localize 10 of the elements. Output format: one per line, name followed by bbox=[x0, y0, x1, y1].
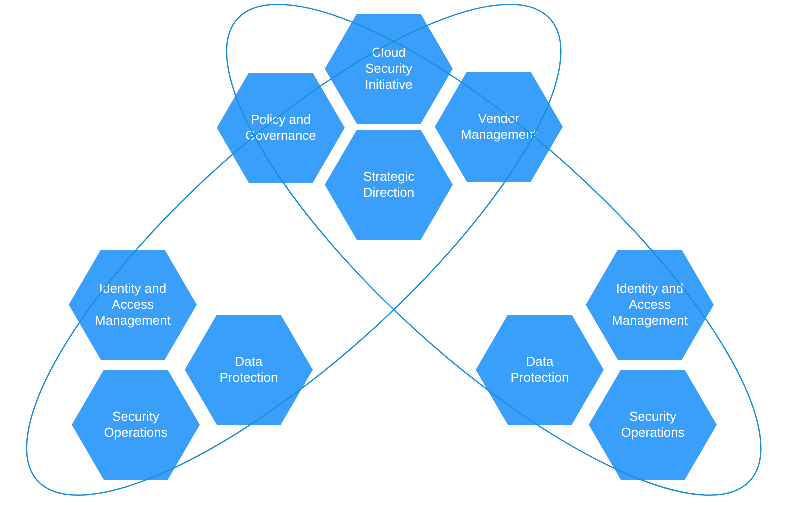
tile-label: Vendor Management bbox=[460, 111, 538, 143]
tile-label: Cloud Security Initiative bbox=[364, 45, 414, 93]
tile-label: Identity and Access Management bbox=[611, 281, 689, 329]
tile-label: Security Operations bbox=[620, 409, 686, 441]
tile-label: Security Operations bbox=[103, 409, 169, 441]
tile-label: Identity and Access Management bbox=[94, 281, 172, 329]
tile-label: Strategic Direction bbox=[362, 169, 416, 201]
tile-label: Data Protection bbox=[510, 354, 570, 386]
tile-label: Policy and Governance bbox=[244, 112, 318, 144]
tile-label: Data Protection bbox=[218, 354, 280, 386]
